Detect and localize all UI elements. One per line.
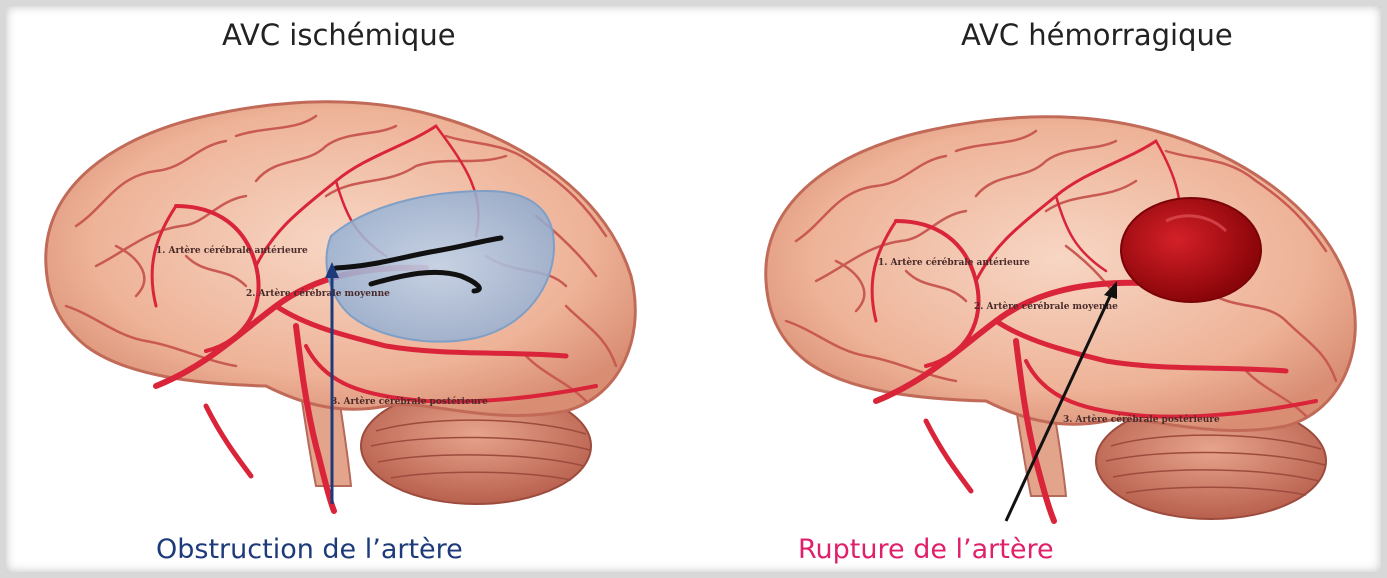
label-middle-cerebral-artery: 2. Artère cérébrale moyenne: [974, 301, 1118, 312]
label-middle-cerebral-artery: 2. Artère cérébrale moyenne: [246, 288, 390, 299]
right-brain: 1. Artère cérébrale antérieure 2. Artère…: [766, 117, 1356, 521]
label-anterior-cerebral-artery: 1. Artère cérébrale antérieure: [156, 245, 308, 256]
obstruction-caption: Obstruction de l’artère: [156, 534, 463, 565]
brain-illustrations: 1. Artère cérébrale antérieure 2. Artère…: [6, 6, 1387, 578]
label-posterior-cerebral-artery: 3. Artère cérébrale postérieure: [1063, 414, 1220, 425]
hemorrhage-zone: [1121, 198, 1261, 302]
rupture-caption: Rupture de l’artère: [798, 534, 1054, 565]
label-anterior-cerebral-artery: 1. Artère cérébrale antérieure: [878, 257, 1030, 268]
left-brain: 1. Artère cérébrale antérieure 2. Artère…: [46, 102, 636, 511]
label-posterior-cerebral-artery: 3. Artère cérébrale postérieure: [331, 396, 488, 407]
